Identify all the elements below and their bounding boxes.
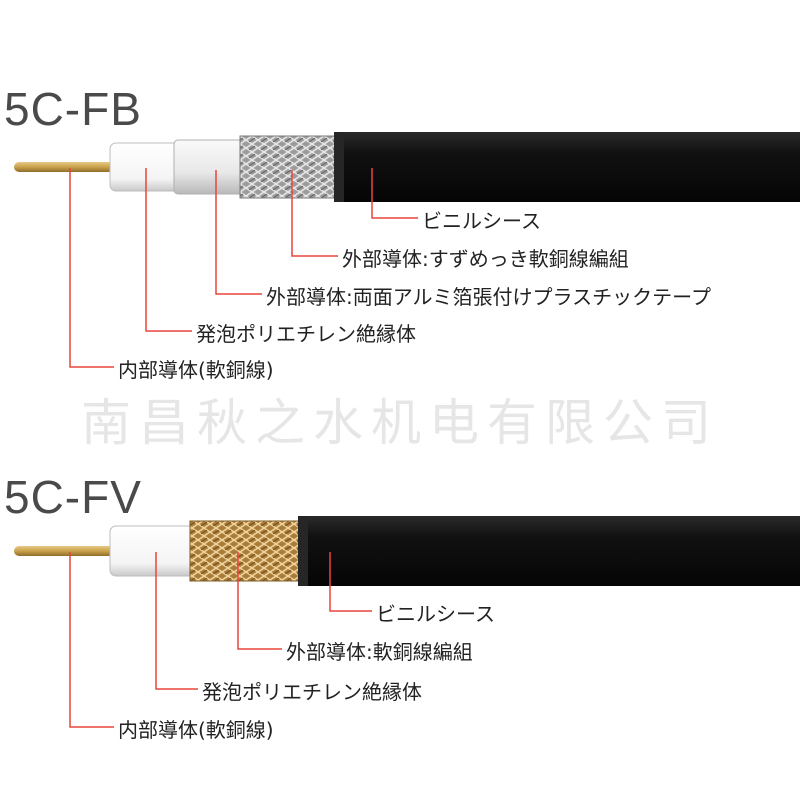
leader-lines-5c-fb (69, 168, 418, 368)
label-outer-conductor-tape: 外部導体:両面アルミ箔張付けプラスチックテープ (266, 285, 711, 309)
leader-line-braid (237, 552, 282, 650)
leader-line-insulation (145, 168, 192, 332)
leader-line-insulation (155, 552, 198, 690)
cable-5c-fv (14, 516, 800, 586)
watermark-text: 南昌秋之水机电有限公司 (81, 394, 719, 452)
leader-line-conductor (69, 552, 114, 728)
copper-braid-layer (189, 520, 305, 582)
vinyl-sheath-layer (334, 132, 800, 202)
leader-lines-5c-fv (69, 552, 372, 728)
leader-line-conductor (69, 168, 114, 368)
diagram-title-5c-fv: 5C-FV (4, 471, 142, 523)
leader-line-sheath (371, 168, 418, 219)
label-vinyl-sheath: ビニルシース (376, 602, 495, 626)
label-vinyl-sheath: ビニルシース (422, 209, 541, 233)
leader-line-tape (215, 170, 262, 295)
tinned-copper-braid-layer (239, 135, 341, 199)
label-inner-conductor: 内部導体(軟銅線) (118, 358, 274, 382)
aluminium-foil-tape-layer (173, 139, 247, 195)
diagram-title-5c-fb: 5C-FB (4, 83, 142, 135)
foam-insulation-layer (109, 525, 201, 577)
leader-line-sheath (329, 552, 372, 612)
label-outer-conductor-braid: 外部導体:軟銅線編組 (286, 640, 473, 664)
inner-conductor-wire (14, 546, 118, 556)
foam-insulation-layer (109, 142, 181, 192)
label-foam-insulation: 発泡ポリエチレン絶縁体 (196, 322, 416, 346)
inner-conductor-wire (14, 162, 118, 172)
leader-line-braid (291, 170, 338, 257)
label-inner-conductor: 内部導体(軟銅線) (118, 718, 274, 742)
label-outer-conductor-braid: 外部導体:すずめっき軟銅線編組 (342, 247, 629, 271)
label-foam-insulation: 発泡ポリエチレン絶縁体 (202, 680, 422, 704)
cable-5c-fb (14, 132, 800, 202)
vinyl-sheath-layer (298, 516, 800, 586)
